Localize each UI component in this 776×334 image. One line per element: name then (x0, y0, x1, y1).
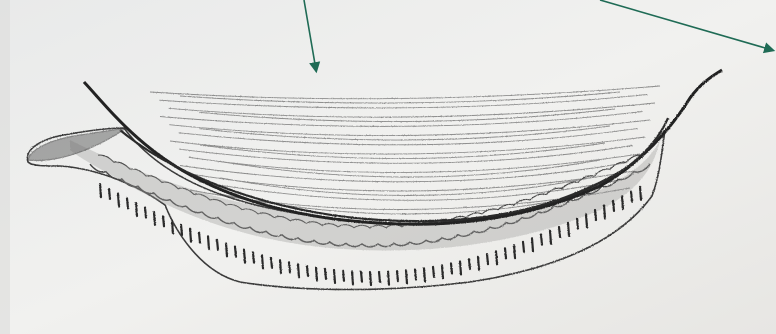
rim-tick (226, 243, 227, 256)
rim-tick (541, 235, 542, 245)
rim-tick (460, 261, 461, 274)
paper-edge-shadow (0, 0, 10, 334)
rim-tick (442, 265, 443, 278)
rim-tick (613, 201, 614, 211)
rim-tick (262, 255, 263, 268)
rim-tick (361, 272, 362, 282)
rim-tick (298, 264, 299, 277)
rim-tick (280, 260, 281, 273)
rim-tick (145, 207, 146, 217)
rim-tick (271, 258, 272, 268)
rim-tick (154, 212, 155, 225)
rim-tick (532, 238, 533, 251)
rim-tick (451, 263, 452, 273)
rim-tick (388, 272, 389, 285)
rim-tick (316, 268, 317, 281)
rim-tick (559, 227, 560, 237)
rim-tick (190, 229, 191, 242)
rim-tick (415, 269, 416, 279)
rim-tick (586, 214, 587, 227)
rim-tick (352, 271, 353, 284)
rim-tick (487, 254, 488, 264)
rim-tick (307, 266, 308, 276)
rim-tick (181, 225, 182, 235)
rim-tick (172, 221, 173, 234)
rim-tick (136, 203, 137, 216)
rim-tick (514, 245, 515, 258)
rim-tick (604, 205, 605, 218)
rim-tick (217, 240, 218, 250)
rim-tick (640, 187, 641, 200)
rim-tick (433, 267, 434, 277)
rim-tick (505, 248, 506, 258)
rim-tick (343, 271, 344, 281)
rim-tick (163, 216, 164, 226)
rim-tick (397, 271, 398, 281)
rim-tick (244, 250, 245, 263)
rim-tick (118, 194, 119, 207)
rim-tick (325, 269, 326, 279)
rim-tick (496, 251, 497, 264)
rim-tick (595, 210, 596, 220)
rim-tick (127, 198, 128, 208)
rim-tick (469, 259, 470, 269)
rim-tick (109, 189, 110, 199)
rim-tick (622, 196, 623, 209)
rim-tick (631, 192, 632, 202)
rim-tick (334, 270, 335, 283)
rim-tick (406, 270, 407, 283)
rim-tick (478, 257, 479, 270)
rim-tick (424, 268, 425, 281)
rim-tick (370, 272, 371, 285)
rim-tick (100, 184, 101, 197)
rim-tick (379, 272, 380, 282)
rim-tick (208, 236, 209, 249)
rim-tick (568, 223, 569, 236)
rim-tick (523, 242, 524, 252)
rim-tick (199, 233, 200, 243)
rim-tick (289, 262, 290, 272)
rim-tick (550, 231, 551, 244)
rim-tick (577, 219, 578, 229)
rim-tick (235, 247, 236, 257)
rim-tick (253, 253, 254, 263)
